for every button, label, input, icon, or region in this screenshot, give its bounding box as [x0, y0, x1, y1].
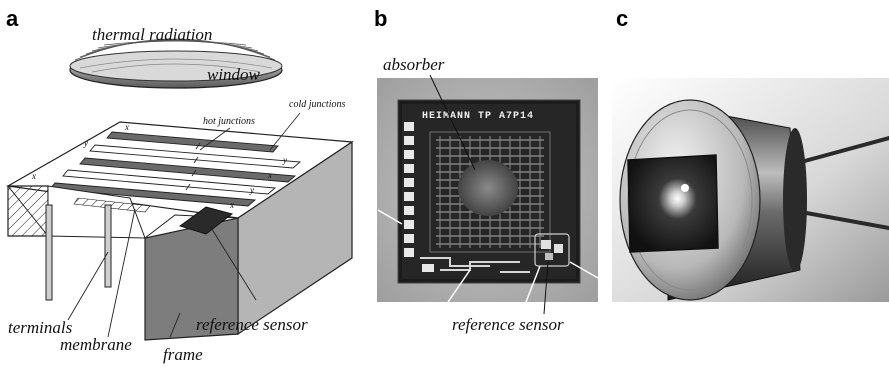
x-marker: x	[31, 171, 36, 181]
absorber-leader	[429, 74, 476, 171]
xy-markers: x y y x x y x	[31, 122, 287, 210]
reference-sensor-label: reference sensor	[196, 315, 308, 334]
chip-reference-sensor-leader	[543, 261, 549, 315]
window-disc	[69, 50, 283, 89]
bottom-leaders	[67, 208, 181, 338]
panel-c-letter: c	[616, 6, 628, 31]
membrane-label: membrane	[60, 335, 132, 354]
radiation-arcs	[74, 38, 276, 61]
hot-junctions-label: hot junctions	[203, 116, 255, 127]
cold-junctions-leader	[269, 112, 301, 151]
y-marker: y	[282, 155, 287, 165]
absorber-area	[458, 160, 518, 216]
x-marker: x	[229, 200, 234, 210]
hot-junctions-leader	[199, 127, 231, 151]
chip-reference-sensor-label: reference sensor	[452, 315, 564, 334]
sensor-window	[627, 154, 719, 253]
chip-marking: HEIMANN TP A7P14	[422, 111, 534, 122]
reference-sensor-pad	[178, 206, 257, 301]
absorber-label: absorber	[383, 55, 445, 74]
x-marker: x	[267, 170, 272, 180]
x-marker: x	[124, 122, 129, 132]
y-marker: y	[83, 138, 88, 148]
chip-reference-sensor	[534, 233, 570, 267]
thermal-radiation-label: thermal radiation	[92, 25, 212, 44]
frame-label: frame	[163, 345, 203, 364]
terminals	[45, 204, 112, 301]
terminals-label: terminals	[8, 318, 73, 337]
thermopile-strips	[49, 131, 302, 207]
panel-b-letter: b	[374, 6, 387, 31]
panel-a: a thermal radiation window	[6, 6, 354, 364]
panel-b: b HEIMANN TP A7P14	[374, 6, 599, 334]
panel-c: c	[612, 6, 889, 302]
chip-traces	[420, 257, 530, 273]
bond-wires	[377, 209, 599, 303]
y-marker: y	[249, 185, 254, 195]
panel-a-letter: a	[6, 6, 19, 31]
bond-pads	[404, 122, 434, 272]
window-label: window	[207, 65, 261, 84]
cold-junctions-label: cold junctions	[289, 99, 345, 110]
chip-die: HEIMANN TP A7P14	[397, 99, 581, 284]
